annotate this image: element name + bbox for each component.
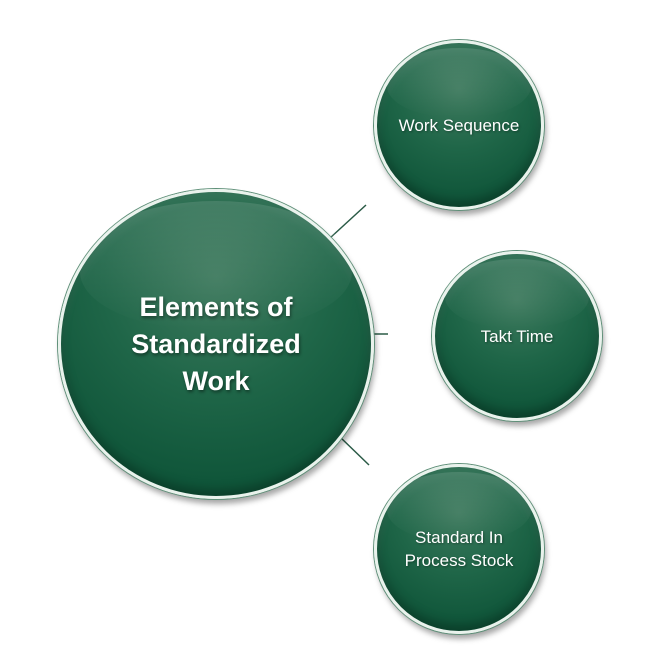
node-work-sequence: Work Sequence: [374, 40, 544, 210]
connector-standard-in-process-stock: [339, 436, 370, 466]
node-takt-time-label: Takt Time: [480, 326, 554, 346]
connector-work-sequence: [329, 204, 367, 239]
central-node-label: Elements of Standardized Work: [131, 291, 301, 396]
node-work-sequence-label: Work Sequence: [398, 115, 520, 135]
central-node: Elements of Standardized Work: [58, 189, 374, 499]
node-takt-time: Takt Time: [432, 251, 602, 421]
node-standard-in-process-stock: Standard In Process Stock: [374, 464, 544, 634]
node-standard-in-process-stock-label: Standard In Process Stock: [404, 528, 514, 570]
